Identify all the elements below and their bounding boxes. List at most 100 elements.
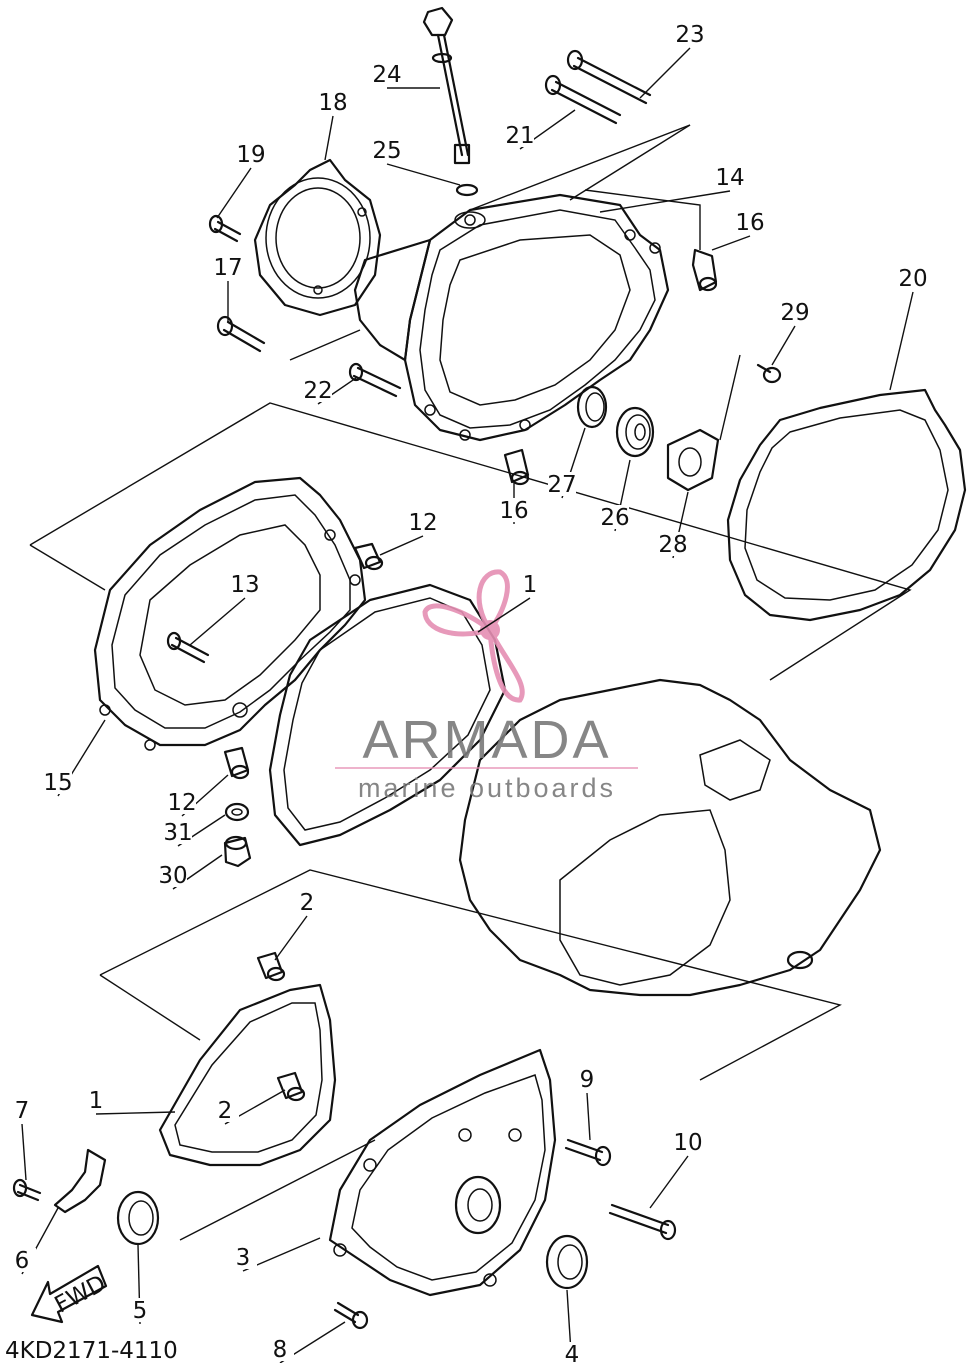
- o-ring-25: [455, 183, 479, 197]
- label-1-gasket: 1: [89, 1088, 104, 1114]
- label-14-cover: 14: [715, 165, 744, 191]
- label-19-bolt: 19: [236, 142, 265, 168]
- label-13-bolt: 13: [230, 572, 259, 598]
- leader-line: [21, 1123, 27, 1181]
- oil-seal-5: [116, 1190, 160, 1246]
- label-29-bolt: 29: [780, 300, 809, 326]
- leader-line: [274, 915, 308, 961]
- bolt-23: [566, 49, 652, 105]
- label-backing: [676, 22, 704, 46]
- label-backing: [736, 210, 764, 234]
- oil-seal-27: [576, 385, 608, 429]
- label-backing: [164, 820, 192, 844]
- label-backing: [159, 863, 187, 887]
- label-22-bolt: 22: [303, 378, 332, 404]
- label-2-dowel-a: 2: [300, 890, 315, 916]
- engine-crankcase: [458, 678, 882, 997]
- label-backing: [373, 138, 401, 162]
- label-backing: [601, 505, 629, 529]
- label-backing: [266, 1337, 294, 1361]
- label-8-bolt: 8: [273, 1337, 288, 1363]
- forward-arrow-icon: FWD: [30, 1264, 110, 1324]
- label-23-bolt: 23: [675, 22, 704, 48]
- label-backing: [506, 123, 534, 147]
- leader-line: [639, 47, 691, 99]
- label-backing: [548, 472, 576, 496]
- label-backing: [409, 510, 437, 534]
- cover-plate-18: [253, 158, 382, 317]
- label-11-gasket: 1: [523, 572, 538, 598]
- gasket-1: [158, 983, 337, 1167]
- label-backing: [211, 1098, 239, 1122]
- bolt-8: [333, 1301, 369, 1330]
- label-9-bolt: 9: [580, 1067, 595, 1093]
- bolt-13: [166, 631, 210, 664]
- label-backing: [558, 1342, 586, 1366]
- leader-line: [477, 597, 531, 633]
- label-backing: [500, 498, 528, 522]
- label-24-dipstick: 24: [372, 62, 401, 88]
- retainer-6: [53, 1148, 107, 1214]
- label-backing: [674, 1130, 702, 1154]
- bolt-29: [756, 363, 782, 384]
- leader-line: [189, 597, 246, 646]
- label-4-seal: 4: [565, 1342, 580, 1363]
- label-31-washer: 31: [163, 820, 192, 846]
- dowel-pin-12a: [353, 542, 384, 571]
- watermark-tagline: marine outboards: [358, 773, 616, 803]
- label-backing: [229, 1245, 257, 1269]
- dowel-pin-2a: [256, 951, 286, 982]
- label-2-dowel-b: 2: [218, 1098, 233, 1124]
- label-12-dowel-a: 12: [408, 510, 437, 536]
- label-26-bearing: 26: [600, 505, 629, 531]
- oil-seal-4: [545, 1234, 589, 1290]
- label-backing: [716, 165, 744, 189]
- label-backing: [126, 1298, 154, 1322]
- crankcase-cover-3: [328, 1048, 557, 1297]
- label-backing: [781, 300, 809, 324]
- label-backing: [516, 572, 544, 596]
- label-backing: [573, 1067, 601, 1091]
- dowel-pin-16a: [691, 248, 718, 292]
- clutch-cover-15: [93, 476, 367, 751]
- crankcase-cover-14: [353, 193, 670, 442]
- watermark-brand: ARMADA: [362, 710, 611, 770]
- bolt-9: [564, 1138, 612, 1167]
- label-7-bolt: 7: [15, 1098, 30, 1124]
- bearing-26: [615, 406, 655, 458]
- bolt-19: [208, 214, 242, 243]
- label-15-cover: 15: [43, 770, 72, 796]
- leader-line: [649, 1155, 689, 1209]
- dipstick-24: [422, 6, 471, 165]
- leader-line: [711, 235, 751, 251]
- plate-28: [666, 428, 720, 492]
- bolt-17: [216, 315, 266, 353]
- leader-line: [379, 535, 424, 556]
- label-backing: [237, 142, 265, 166]
- label-backing: [8, 1248, 36, 1272]
- label-6-retainer: 6: [15, 1248, 30, 1274]
- label-backing: [373, 62, 401, 86]
- dowel-pin-2b: [276, 1071, 306, 1102]
- leader-line: [889, 291, 914, 391]
- assembly-plane-lines: [29, 124, 912, 1241]
- leader-line: [771, 325, 796, 366]
- bolt-22: [348, 362, 402, 398]
- leader-line: [324, 115, 334, 161]
- label-27-seal: 27: [547, 472, 576, 498]
- propeller-icon: [422, 569, 525, 703]
- leader-line: [386, 163, 461, 186]
- label-20-gasket: 20: [898, 266, 927, 292]
- label-16-dowel-b: 16: [499, 498, 528, 524]
- dowel-pin-12b: [223, 746, 250, 780]
- label-backing: [168, 790, 196, 814]
- label-backing: [293, 890, 321, 914]
- part-number-labels: 1122345678910121213141516161718192021222…: [8, 22, 928, 1367]
- label-backing: [231, 572, 259, 596]
- label-backing: [82, 1088, 110, 1112]
- label-16-dowel-a: 16: [735, 210, 764, 236]
- label-10-bolt: 10: [673, 1130, 702, 1156]
- label-12-dowel-b: 12: [167, 790, 196, 816]
- label-18-plate: 18: [318, 90, 347, 116]
